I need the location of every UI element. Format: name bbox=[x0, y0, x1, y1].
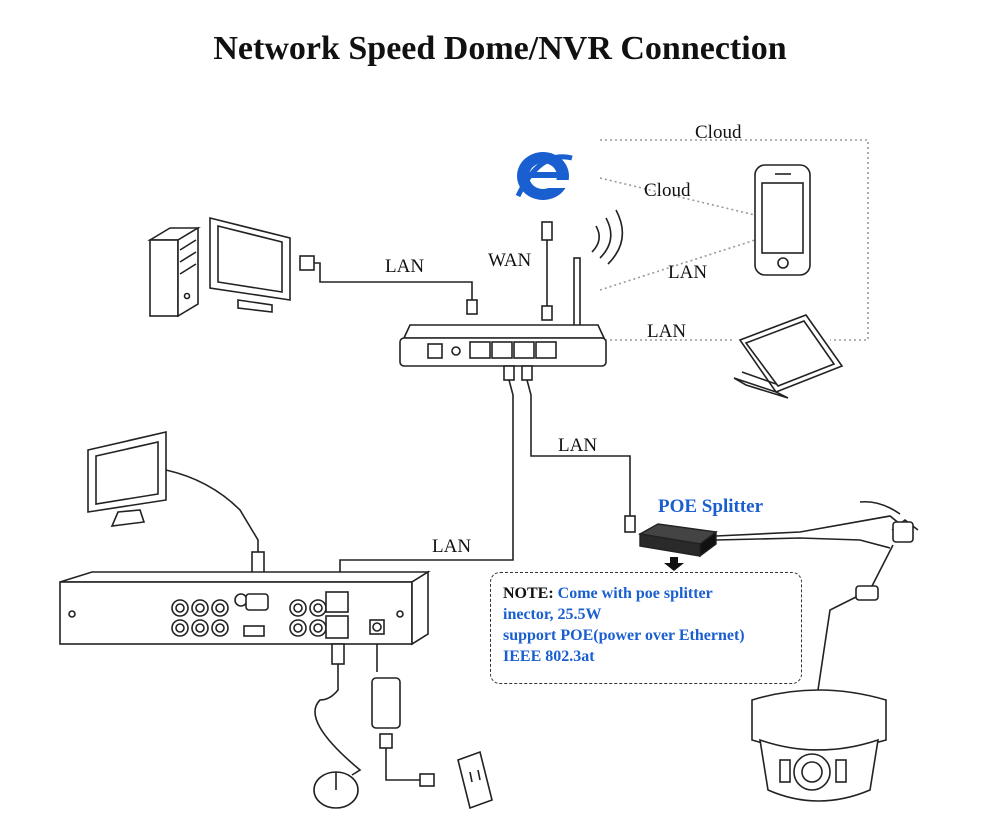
nvr-lan-cable bbox=[339, 365, 515, 590]
lan-laptop-label: LAN bbox=[647, 321, 686, 342]
lan-pc-label: LAN bbox=[385, 256, 424, 277]
wan-cable bbox=[541, 221, 553, 321]
diagram-title: Network Speed Dome/NVR Connection bbox=[213, 30, 787, 67]
internet-icon bbox=[515, 152, 573, 200]
desktop-tower-icon bbox=[147, 226, 201, 318]
poe-lan-cable bbox=[521, 365, 636, 533]
nvr-monitor-icon bbox=[87, 430, 265, 592]
lan-nvr-label: LAN bbox=[432, 536, 471, 557]
note-line-1: NOTE: Come with poe splitter bbox=[503, 583, 789, 604]
laptop-icon bbox=[733, 314, 844, 399]
smartphone-icon bbox=[754, 164, 811, 276]
cloud-mid-label: Cloud bbox=[644, 180, 691, 201]
note-line-2: inector, 25.5W bbox=[503, 606, 602, 623]
mouse-cable bbox=[313, 643, 362, 809]
note-prefix: NOTE: bbox=[503, 585, 554, 602]
wall-outlet-icon bbox=[457, 750, 493, 810]
poe-splitter-icon bbox=[637, 515, 901, 571]
note-line-4: IEEE 802.3at bbox=[503, 648, 595, 665]
cloud-links bbox=[599, 139, 869, 341]
desktop-monitor-icon bbox=[209, 216, 291, 313]
note-text-1: Come with poe splitter bbox=[557, 585, 713, 602]
router-icon bbox=[399, 257, 607, 367]
power-adapter-icon bbox=[371, 644, 435, 787]
cloud-top-label: Cloud bbox=[695, 122, 742, 143]
pc-lan-cable bbox=[299, 255, 478, 315]
lan-poe-label: LAN bbox=[558, 435, 597, 456]
wan-label: WAN bbox=[488, 250, 532, 271]
camera-cable bbox=[817, 500, 919, 691]
nvr-box-icon bbox=[59, 570, 431, 646]
note-box: NOTE: Come with poe splitter inector, 25… bbox=[490, 572, 802, 684]
poe-splitter-label: POE Splitter bbox=[658, 496, 764, 517]
speed-dome-camera-icon bbox=[751, 689, 887, 802]
note-line-3: support POE(power over Ethernet) bbox=[503, 627, 745, 644]
wifi-signal-icon bbox=[591, 209, 624, 265]
lan-phone-label: LAN bbox=[668, 262, 707, 283]
